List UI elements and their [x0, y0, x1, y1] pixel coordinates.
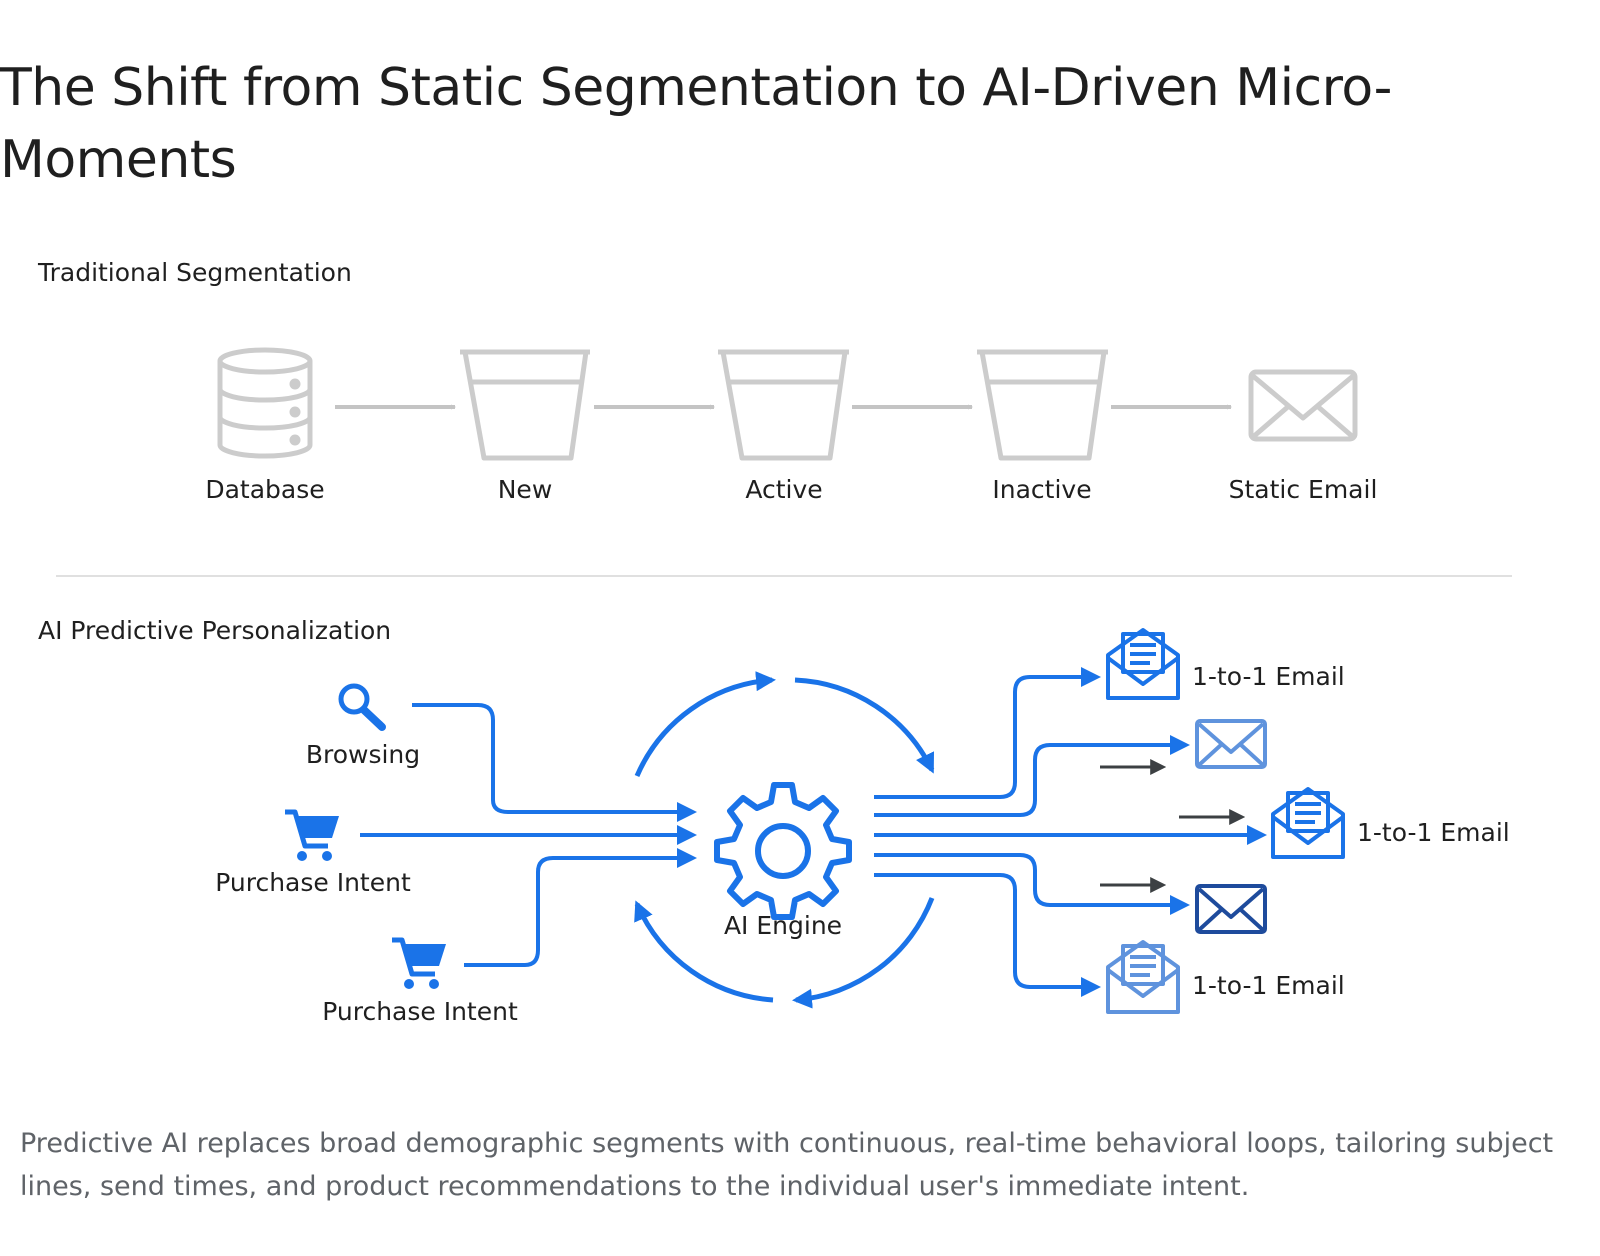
- output-label-one-to-one-email: 1-to-1 Email: [1192, 971, 1345, 1000]
- bucket-icon: [460, 349, 590, 461]
- loop-arrow: [634, 900, 774, 1003]
- shopping-cart-icon: [285, 809, 339, 861]
- gear-icon: [714, 782, 852, 920]
- bucket-icon: [718, 349, 849, 461]
- output-flow: [874, 735, 1190, 817]
- open-envelope-icon: [1106, 628, 1180, 700]
- shopping-cart-icon: [392, 937, 446, 989]
- search-icon: [338, 683, 386, 731]
- loop-arrow: [794, 677, 935, 774]
- diagram: Traditional Segmentation Database New: [37, 258, 1512, 1026]
- page-title: The Shift from Static Segmentation to AI…: [0, 58, 1392, 190]
- caption: Predictive AI replaces broad demographic…: [20, 1128, 1554, 1202]
- node-label-database: Database: [205, 475, 324, 504]
- node-label-static-email: Static Email: [1229, 475, 1378, 504]
- input-label-purchase-intent: Purchase Intent: [215, 868, 411, 897]
- open-envelope-icon: [1106, 940, 1180, 1014]
- bucket-icon: [977, 349, 1108, 461]
- node-label-inactive: Inactive: [992, 475, 1091, 504]
- input-label-purchase-intent: Purchase Intent: [322, 997, 518, 1026]
- input-flow: [464, 848, 697, 967]
- output-flow: [874, 853, 1190, 915]
- envelope-icon: [1195, 719, 1267, 769]
- database-icon: [217, 347, 313, 459]
- output-flow: [874, 873, 1101, 997]
- engine-label: AI Engine: [724, 911, 842, 940]
- ai-heading: AI Predictive Personalization: [38, 616, 391, 645]
- envelope-icon: [1248, 369, 1358, 442]
- output-label-one-to-one-email: 1-to-1 Email: [1357, 818, 1510, 847]
- output-label-one-to-one-email: 1-to-1 Email: [1192, 662, 1345, 691]
- open-envelope-icon: [1271, 787, 1345, 859]
- traditional-heading: Traditional Segmentation: [37, 258, 352, 287]
- input-flow: [412, 703, 697, 822]
- loop-arrow: [792, 897, 935, 1009]
- envelope-icon: [1195, 884, 1267, 934]
- output-flow: [874, 667, 1101, 799]
- node-label-new: New: [498, 475, 553, 504]
- input-label-browsing: Browsing: [306, 740, 420, 769]
- loop-arrow: [634, 671, 776, 777]
- node-label-active: Active: [745, 475, 822, 504]
